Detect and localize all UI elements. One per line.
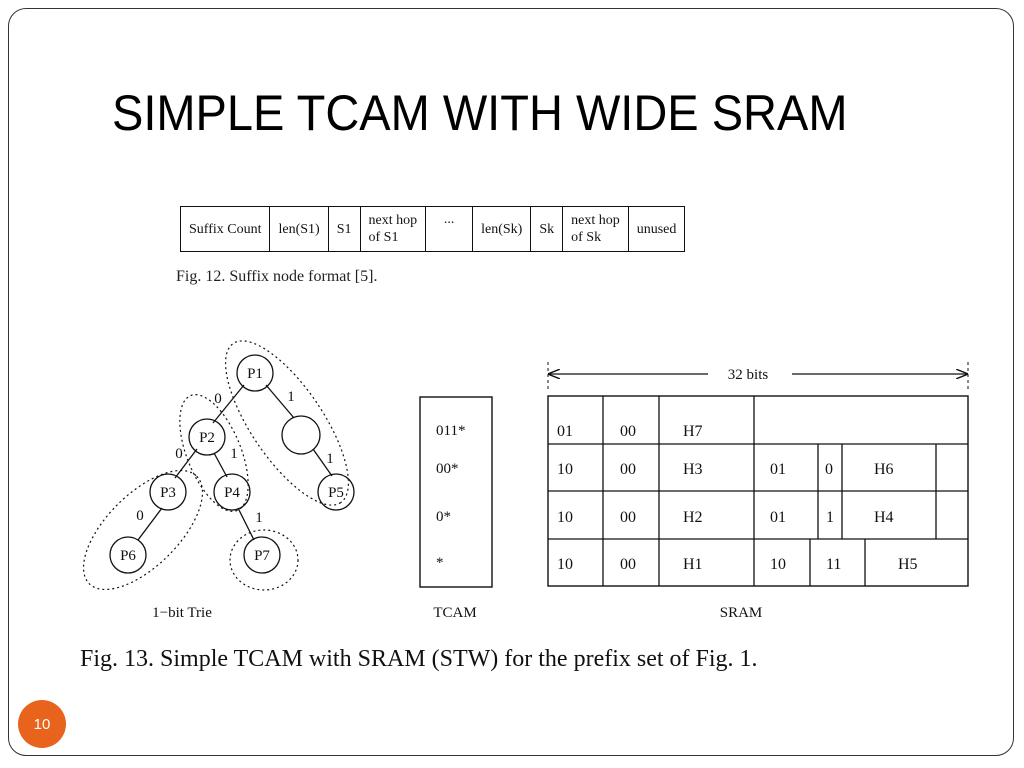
trie-edge [213,452,228,478]
table-cell: Sk [530,206,564,252]
slide-title: SIMPLE TCAM WITH WIDE SRAM [112,85,848,141]
sram-cell: 10 [557,509,573,526]
sram-cell: 0 [825,461,833,478]
tcam-diagram: 011* 00* 0* * TCAM [419,396,493,621]
edge-label: 0 [136,508,144,524]
trie-node-label: P6 [120,548,136,564]
sram-diagram: 32 bits 01 00 H7 10 00 H3 01 0 H6 10 00 … [547,362,969,621]
tcam-entry: 011* [436,423,465,439]
table-cell: S1 [327,206,361,252]
trie-edge [174,448,198,479]
sram-cell: 01 [770,461,786,478]
trie-label: 1−bit Trie [152,605,212,621]
cell-line: next hop [571,213,620,228]
sram-cell: 00 [620,556,636,573]
tcam-label: TCAM [433,605,476,621]
edge-label: 1 [287,389,295,405]
tcam-entry: 00* [436,461,459,477]
sram-cell: 00 [620,461,636,478]
trie-node-label: P3 [160,485,176,501]
sram-cell: 00 [620,509,636,526]
sram-cell: 01 [557,423,573,440]
trie-node [317,473,355,511]
trie-node [236,354,274,392]
trie-edge [137,507,163,541]
tcam-entry: * [436,555,444,571]
sram-cell: 10 [770,556,786,573]
page-number-badge: 10 [18,700,66,748]
group-ellipse [229,529,299,591]
trie-node [281,415,321,455]
trie-node-label: P2 [199,430,215,446]
sram-cell: H3 [683,461,703,478]
table-cell: next hop of S1 [359,206,427,252]
sram-cell: 00 [620,423,636,440]
edge-label: 1 [326,451,334,467]
cell-line: next hop [368,213,418,228]
sram-cell: H4 [874,509,894,526]
tcam-entry: 0* [436,509,451,525]
sram-cell: 1 [826,509,834,526]
table-cell: unused [627,206,686,252]
width-label: 32 bits [728,367,769,383]
sram-cell: H6 [874,461,894,478]
trie-node [149,473,187,511]
trie-node-label: P5 [328,485,344,501]
sram-cell: 10 [557,556,573,573]
table-cell: len(S1) [269,206,329,252]
sram-label: SRAM [720,605,763,621]
sram-cell: H5 [898,556,918,573]
trie-node [243,536,281,574]
table-cell: next hop of Sk [562,206,629,252]
sram-cell: 10 [557,461,573,478]
trie-node [188,418,226,456]
sram-cell: 11 [826,556,841,573]
trie-node [109,536,147,574]
trie-node-label: P1 [247,366,263,382]
trie-node-label: P7 [254,548,270,564]
group-ellipse [179,394,249,512]
trie-edge [265,384,295,419]
trie-diagram: P1 P2 P3 P4 P5 P6 P7 0 1 0 1 1 0 1 1−bit… [82,340,355,621]
edge-label: 1 [255,510,263,526]
suffix-node-format-table: Suffix Count len(S1) S1 next hop of S1 .… [179,206,686,252]
cell-line: of S1 [368,230,399,245]
trie-edge [212,384,245,424]
sram-cell: 01 [770,509,786,526]
group-ellipse [82,469,204,591]
cell-line: of Sk [571,230,602,245]
table-row: Suffix Count len(S1) S1 next hop of S1 .… [179,206,686,252]
sram-cell: H1 [683,556,703,573]
slide-frame [8,8,1014,756]
tcam-box [419,396,493,588]
trie-edge [237,507,255,541]
group-ellipse [224,340,350,506]
trie-edge [312,448,333,477]
fig13-caption: Fig. 13. Simple TCAM with SRAM (STW) for… [80,646,758,672]
fig12-caption: Fig. 12. Suffix node format [5]. [176,268,378,285]
sram-cell: H2 [683,509,703,526]
table-cell: Suffix Count [179,206,271,252]
edge-label: 0 [175,446,183,462]
edge-label: 0 [214,391,222,407]
trie-node-label: P4 [224,485,240,501]
sram-cell: H7 [683,423,703,440]
table-cell: len(Sk) [472,206,532,252]
edge-label: 1 [230,446,238,462]
trie-node [213,473,251,511]
